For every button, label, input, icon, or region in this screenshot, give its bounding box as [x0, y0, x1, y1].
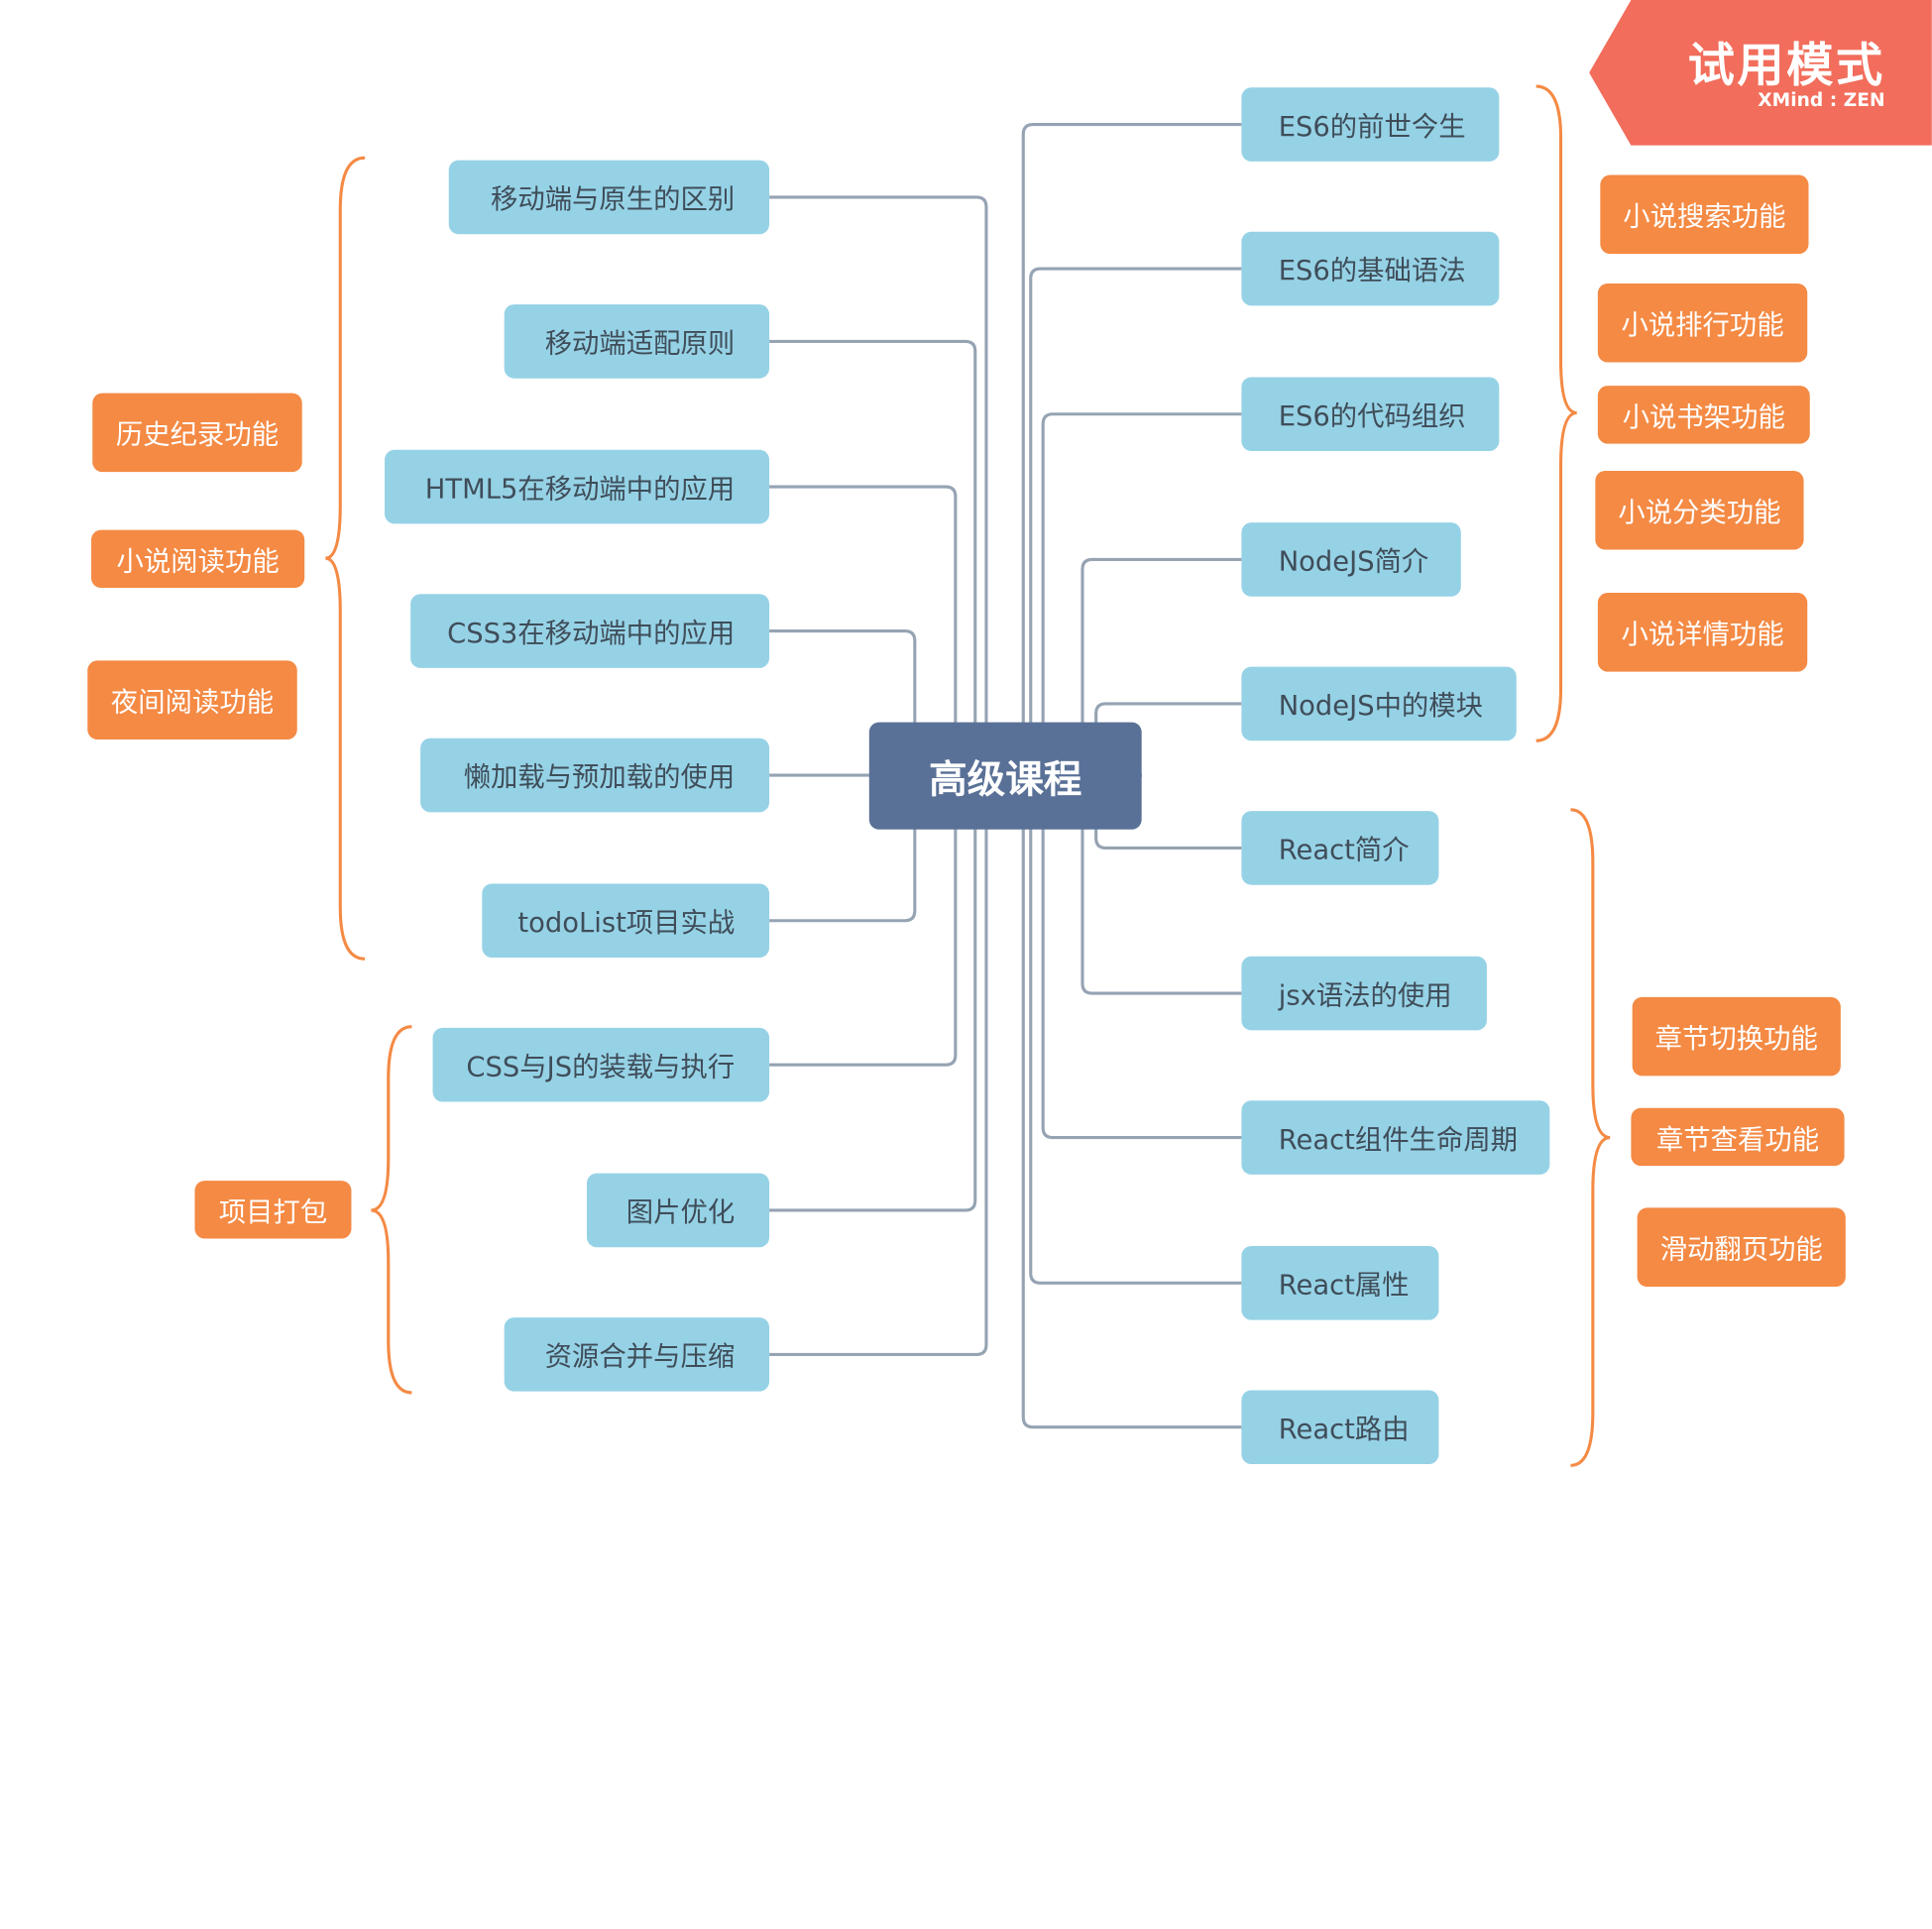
- summary-tag-page-swipe[interactable]: 滑动翻页功能: [1637, 1207, 1846, 1288]
- summary-tag-chapter-view[interactable]: 章节查看功能: [1631, 1107, 1845, 1167]
- badge-subtitle: XMind : ZEN: [1758, 88, 1885, 111]
- connector-right-3: [1041, 412, 1242, 777]
- connector-right-1: [1021, 123, 1242, 777]
- topic-resource-merge[interactable]: 资源合并与压缩: [504, 1317, 770, 1392]
- connector-left-2: [769, 339, 977, 777]
- summary-tag-novel-detail[interactable]: 小说详情功能: [1597, 593, 1808, 672]
- topic-mobile-vs-native[interactable]: 移动端与原生的区别: [448, 160, 770, 235]
- summary-tag-novel-shelf[interactable]: 小说书架功能: [1597, 386, 1810, 444]
- summary-bracket-right-1: [1535, 84, 1577, 742]
- connector-left-1: [769, 195, 988, 777]
- summary-bracket-right-2: [1570, 808, 1611, 1467]
- topic-html5-mobile[interactable]: HTML5在移动端中的应用: [385, 449, 770, 524]
- trial-mode-badge[interactable]: 试用模式 XMind : ZEN: [1589, 0, 1932, 146]
- topic-lazy-preload[interactable]: 懒加载与预加载的使用: [420, 738, 770, 813]
- topic-image-optimization[interactable]: 图片优化: [587, 1173, 770, 1248]
- topic-todolist[interactable]: todoList项目实战: [482, 883, 770, 959]
- topic-react-router[interactable]: React路由: [1241, 1390, 1439, 1465]
- summary-tag-history[interactable]: 历史纪录功能: [92, 393, 302, 473]
- connector-left-9: [769, 773, 988, 1356]
- summary-tag-night-reading[interactable]: 夜间阅读功能: [87, 660, 297, 739]
- topic-react-props[interactable]: React属性: [1241, 1245, 1439, 1320]
- summary-tag-novel-search[interactable]: 小说搜索功能: [1600, 174, 1809, 255]
- topic-jsx-usage[interactable]: jsx语法的使用: [1241, 956, 1487, 1031]
- topic-es6-syntax[interactable]: ES6的基础语法: [1241, 231, 1500, 306]
- summary-tag-novel-reading[interactable]: 小说阅读功能: [91, 529, 305, 589]
- summary-bracket-left-1: [325, 156, 366, 961]
- connector-right-8: [1041, 773, 1242, 1140]
- summary-bracket-left-2: [371, 1025, 412, 1395]
- summary-tag-novel-category[interactable]: 小说分类功能: [1595, 470, 1804, 550]
- topic-react-intro[interactable]: React简介: [1241, 811, 1439, 885]
- connector-right-10: [1021, 773, 1242, 1429]
- connector-left-8: [769, 773, 977, 1212]
- topic-mobile-adaptation[interactable]: 移动端适配原则: [504, 304, 770, 379]
- topic-nodejs-modules[interactable]: NodeJS中的模块: [1241, 666, 1517, 741]
- connector-right-2: [1029, 267, 1242, 777]
- topic-react-lifecycle[interactable]: React组件生命周期: [1241, 1100, 1550, 1175]
- summary-tag-chapter-switch[interactable]: 章节切换功能: [1632, 996, 1841, 1077]
- summary-tag-novel-ranking[interactable]: 小说排行功能: [1597, 283, 1808, 363]
- central-topic[interactable]: 高级课程: [868, 722, 1142, 830]
- badge-shape: [1589, 0, 1932, 146]
- connector-right-9: [1029, 773, 1242, 1285]
- topic-es6-history[interactable]: ES6的前世今生: [1241, 87, 1500, 162]
- topic-css-js-loading[interactable]: CSS与JS的装载与执行: [432, 1027, 770, 1102]
- topic-css3-mobile[interactable]: CSS3在移动端中的应用: [410, 594, 770, 668]
- badge-title: 试用模式: [1687, 38, 1885, 93]
- topic-nodejs-intro[interactable]: NodeJS简介: [1241, 522, 1461, 597]
- summary-tag-packaging[interactable]: 项目打包: [194, 1181, 352, 1239]
- topic-es6-organization[interactable]: ES6的代码组织: [1241, 377, 1500, 452]
